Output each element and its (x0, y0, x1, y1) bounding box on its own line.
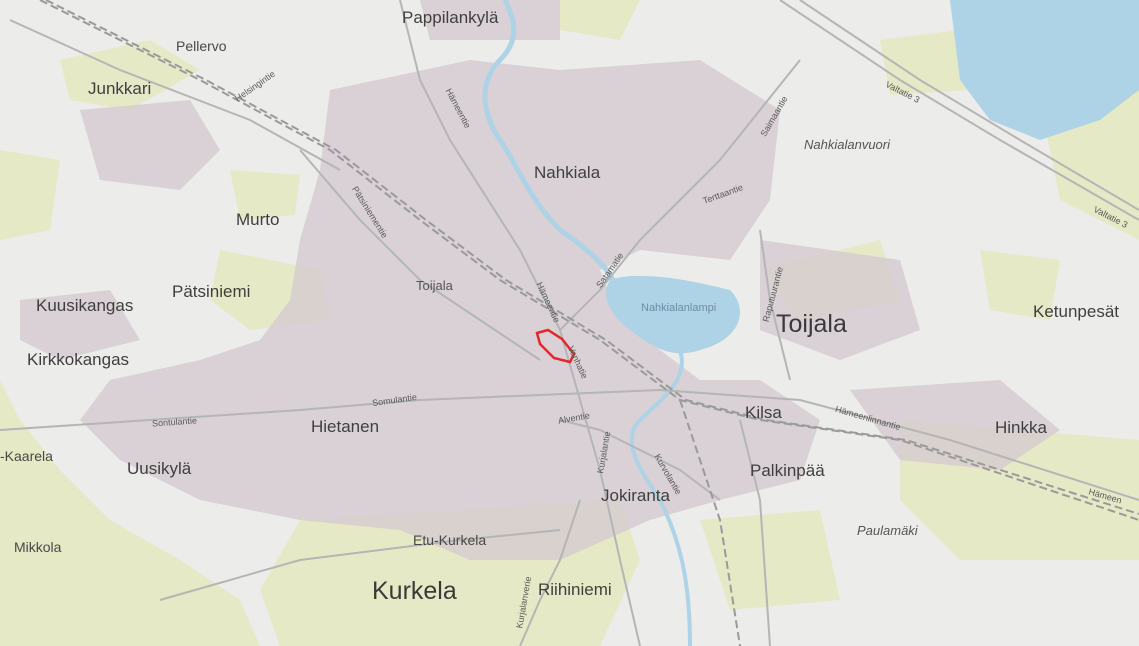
urban-areas (20, 0, 1060, 560)
highlighted-parcel[interactable] (535, 328, 576, 364)
railway (39, 0, 1139, 646)
water-bodies (482, 0, 1139, 646)
